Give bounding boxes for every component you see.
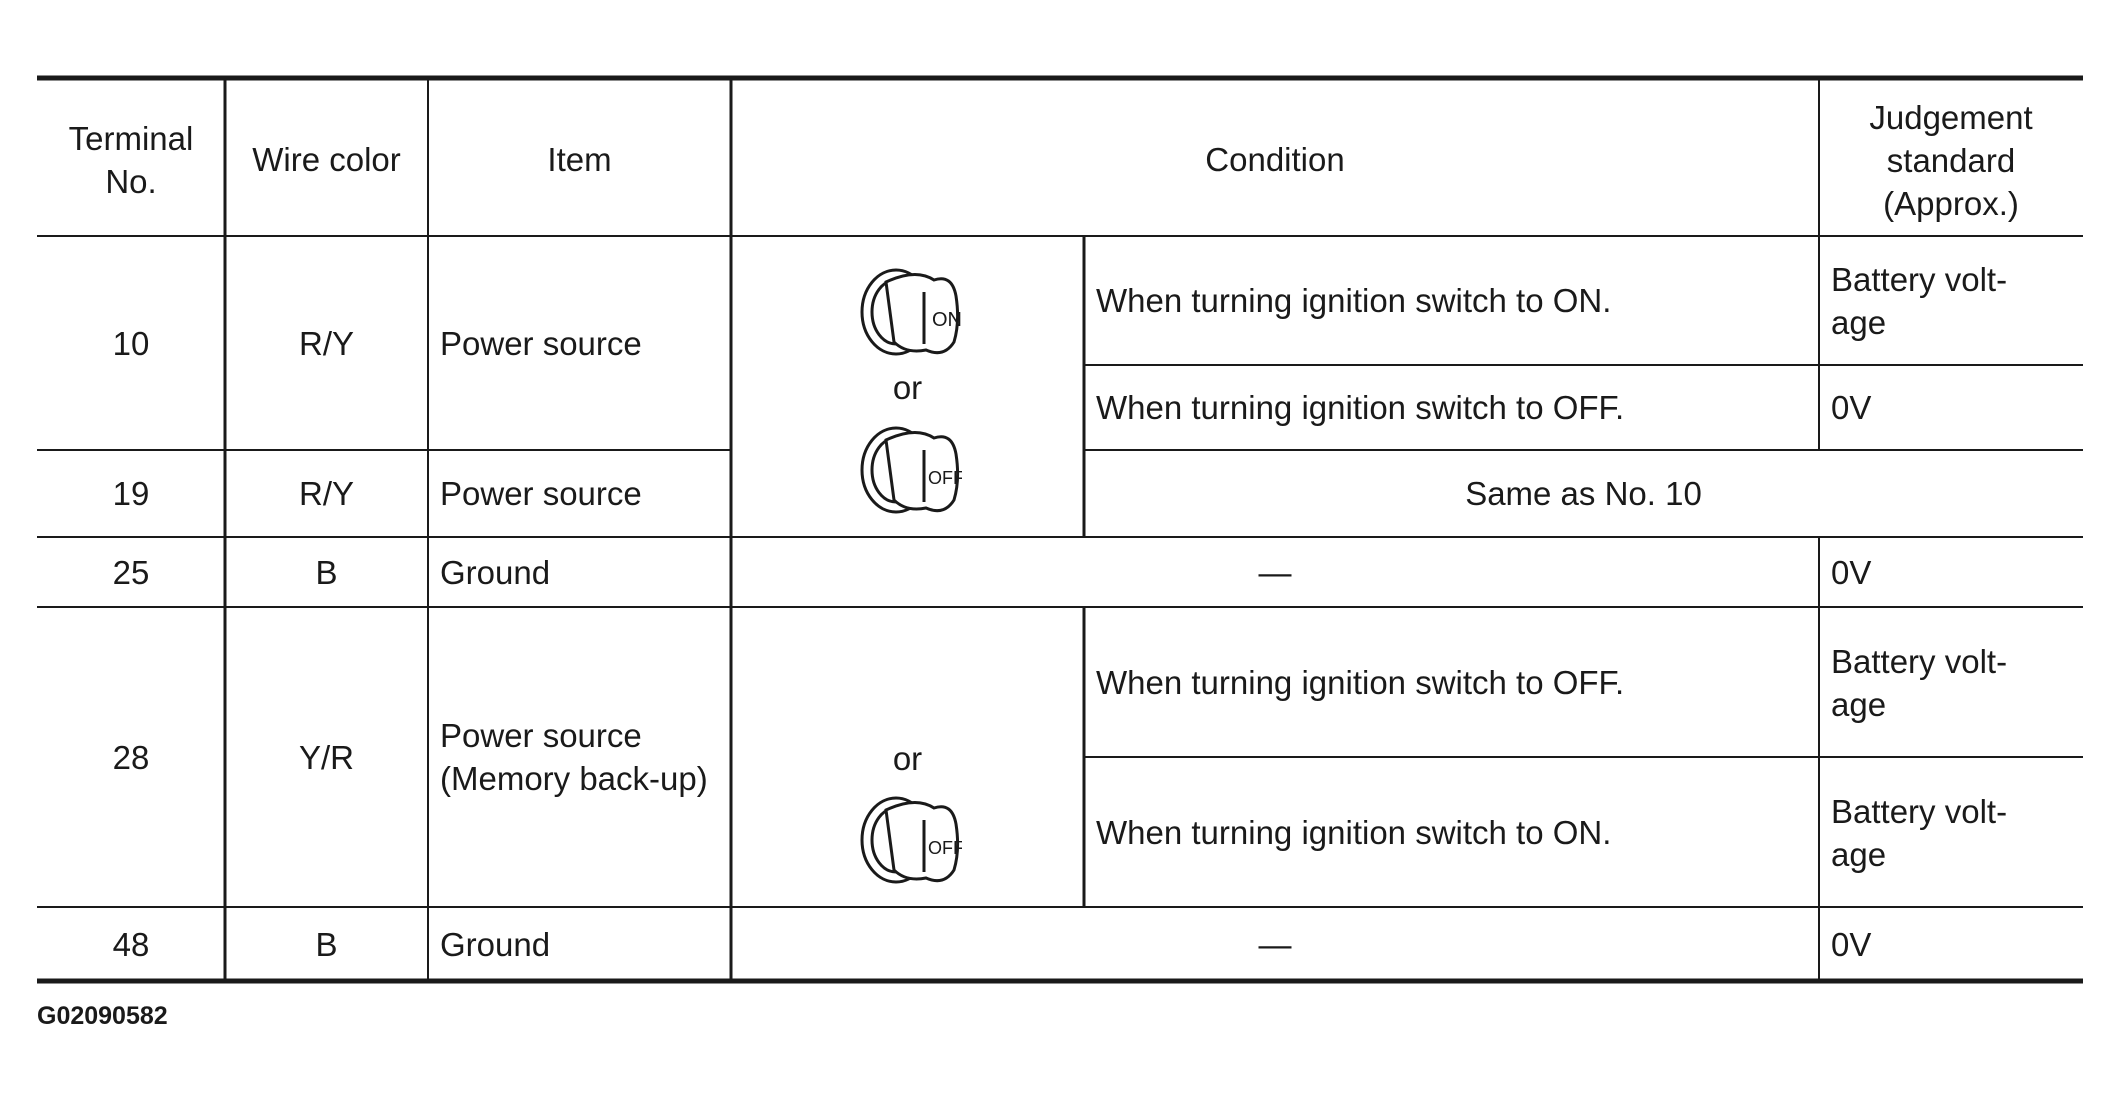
row28-judgement-on-line1: Battery volt- bbox=[1831, 793, 2008, 830]
header-wire-color: Wire color bbox=[252, 141, 401, 178]
row28-item-line1: Power source bbox=[440, 717, 642, 754]
rows10-19-or-label: or bbox=[892, 369, 923, 406]
header-terminal-line2: No. bbox=[105, 163, 157, 200]
header-terminal: Terminal No. bbox=[37, 117, 225, 203]
row10-wire-color: R/Y bbox=[298, 325, 354, 362]
row48-judgement: 0V bbox=[1831, 926, 1872, 963]
row28-item-line2: (Memory back-up) bbox=[440, 760, 708, 797]
row25-condition-dash: — bbox=[1258, 554, 1292, 591]
header-judgement-line1: Judgement bbox=[1869, 99, 2033, 136]
row28-judgement-on: Battery volt- age bbox=[1831, 790, 2007, 876]
row28-judgement-off-line1: Battery volt- bbox=[1831, 643, 2008, 680]
row28-wire-color: Y/R bbox=[298, 739, 354, 776]
row28-condition-on: When turning ignition switch to ON. bbox=[1096, 814, 1612, 851]
header-judgement-line2: standard bbox=[1886, 142, 2016, 179]
row28-or-label: or bbox=[892, 740, 923, 777]
row48-terminal: 48 bbox=[112, 926, 150, 963]
row25-terminal: 25 bbox=[112, 554, 150, 591]
row10-judgement-on-line1: Battery volt- bbox=[1831, 261, 2008, 298]
row25-item: Ground bbox=[440, 554, 551, 591]
row28-judgement-on-line2: age bbox=[1831, 836, 1887, 873]
row19-item: Power source bbox=[440, 475, 642, 512]
row28-judgement-off-line2: age bbox=[1831, 686, 1887, 723]
row10-condition-on: When turning ignition switch to ON. bbox=[1096, 282, 1612, 319]
row28-judgement-off: Battery volt- age bbox=[1831, 640, 2007, 726]
row19-terminal: 19 bbox=[112, 475, 150, 512]
row48-item: Ground bbox=[440, 926, 551, 963]
header-condition: Condition bbox=[1205, 141, 1345, 178]
row28-item: Power source (Memory back-up) bbox=[440, 714, 708, 800]
header-terminal-line1: Terminal bbox=[68, 120, 194, 157]
row28-condition-off: When turning ignition switch to OFF. bbox=[1096, 664, 1625, 701]
row10-item: Power source bbox=[440, 325, 642, 362]
row10-judgement-on-line2: age bbox=[1831, 304, 1887, 341]
row10-condition-off: When turning ignition switch to OFF. bbox=[1096, 389, 1625, 426]
ignition-key-on-icon: ON bbox=[860, 268, 962, 356]
figure-id: G02090582 bbox=[37, 1002, 168, 1030]
row19-wire-color: R/Y bbox=[298, 475, 354, 512]
ignition-key-off-icon-2: OFF bbox=[860, 796, 962, 884]
row48-wire-color: B bbox=[315, 926, 338, 963]
ignition-key-off-icon: OFF bbox=[860, 426, 962, 514]
row19-same-as: Same as No. 10 bbox=[1465, 475, 1702, 512]
row10-judgement-on: Battery volt- age bbox=[1831, 258, 2007, 344]
row25-judgement: 0V bbox=[1831, 554, 1872, 591]
header-judgement-line3: (Approx.) bbox=[1883, 185, 2019, 222]
row25-wire-color: B bbox=[315, 554, 338, 591]
key-on-label: ON bbox=[932, 309, 962, 331]
row10-terminal: 10 bbox=[112, 325, 150, 362]
row10-judgement-off: 0V bbox=[1831, 389, 1872, 426]
key-off-label-2: OFF bbox=[928, 838, 962, 858]
row28-terminal: 28 bbox=[112, 739, 150, 776]
header-item: Item bbox=[547, 141, 612, 178]
row48-condition-dash: — bbox=[1258, 926, 1292, 963]
key-off-label: OFF bbox=[928, 468, 962, 488]
header-judgement: Judgement standard (Approx.) bbox=[1819, 96, 2083, 225]
